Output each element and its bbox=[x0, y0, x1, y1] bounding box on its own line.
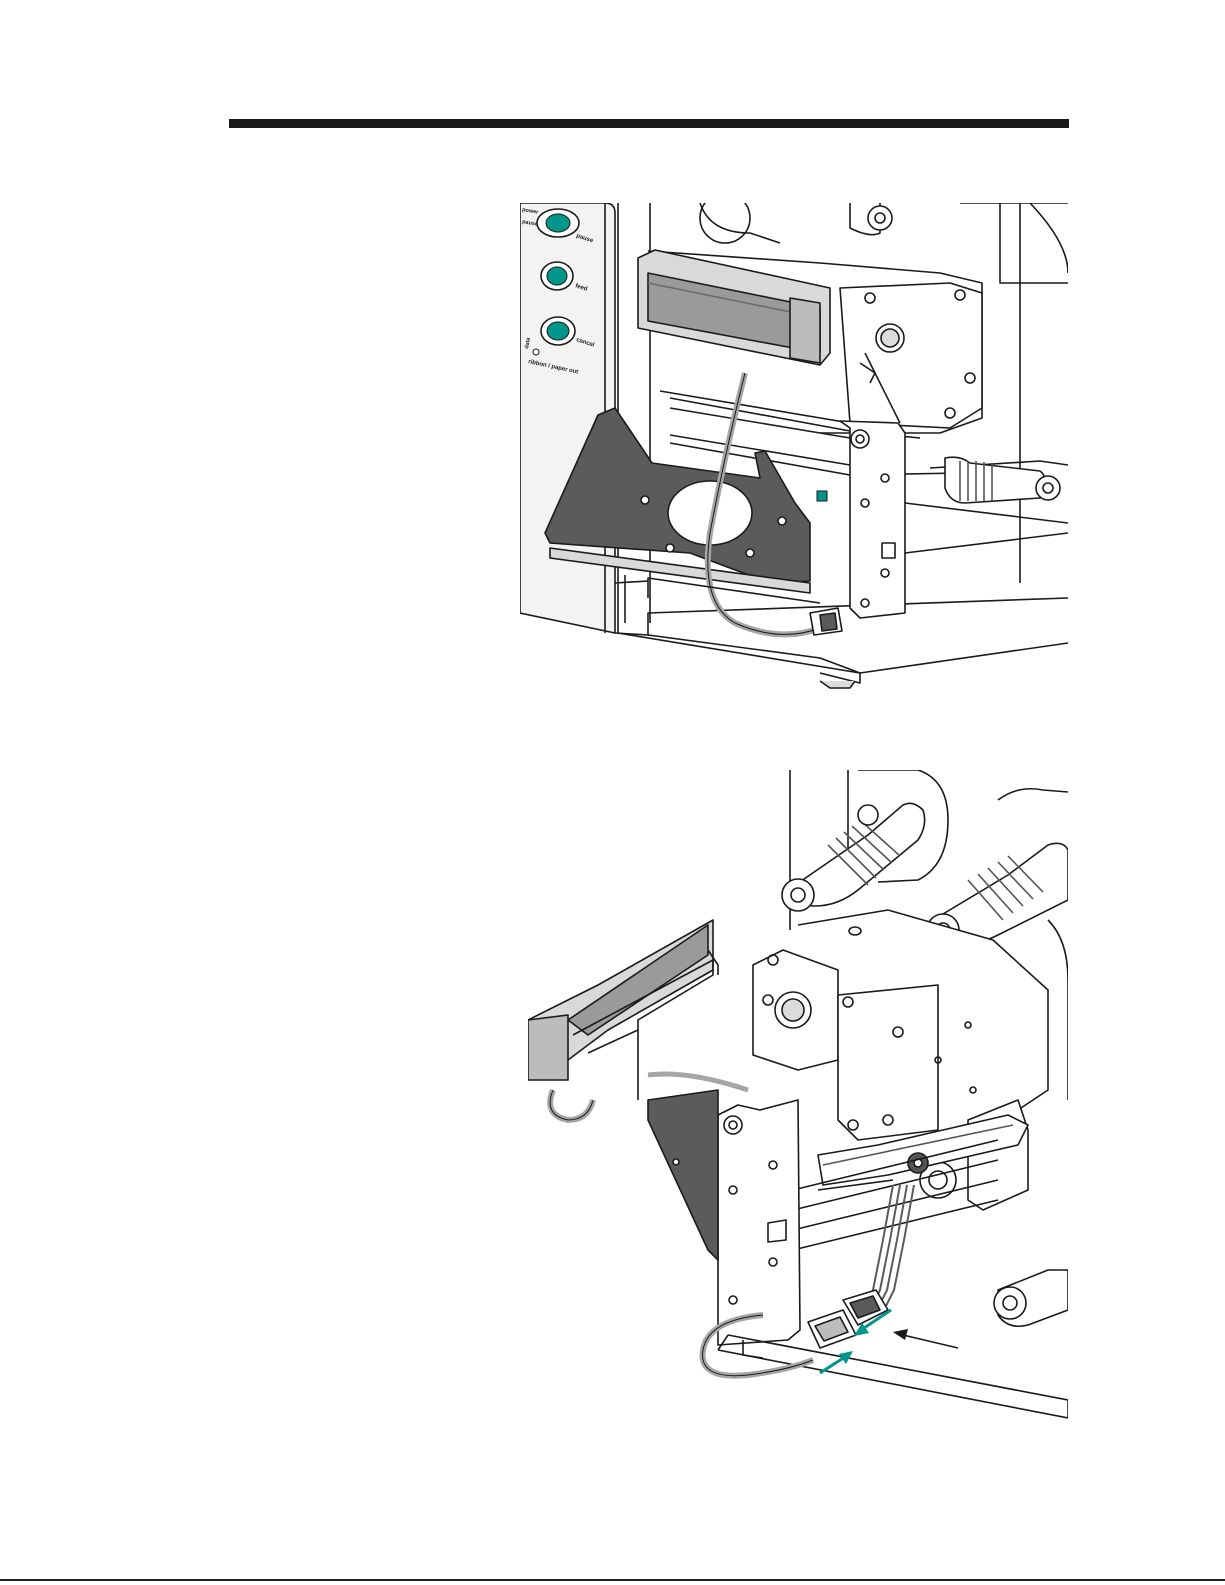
printer-cutter-open-illustration: pause feed cancel power pause data ribbo… bbox=[520, 203, 1068, 695]
header-rule bbox=[229, 119, 1069, 128]
callout-arrow-icon bbox=[893, 1329, 958, 1348]
cutter-connector-illustration bbox=[528, 770, 1068, 1435]
status-led-icon bbox=[533, 349, 539, 355]
footer-rule bbox=[0, 1579, 1225, 1581]
